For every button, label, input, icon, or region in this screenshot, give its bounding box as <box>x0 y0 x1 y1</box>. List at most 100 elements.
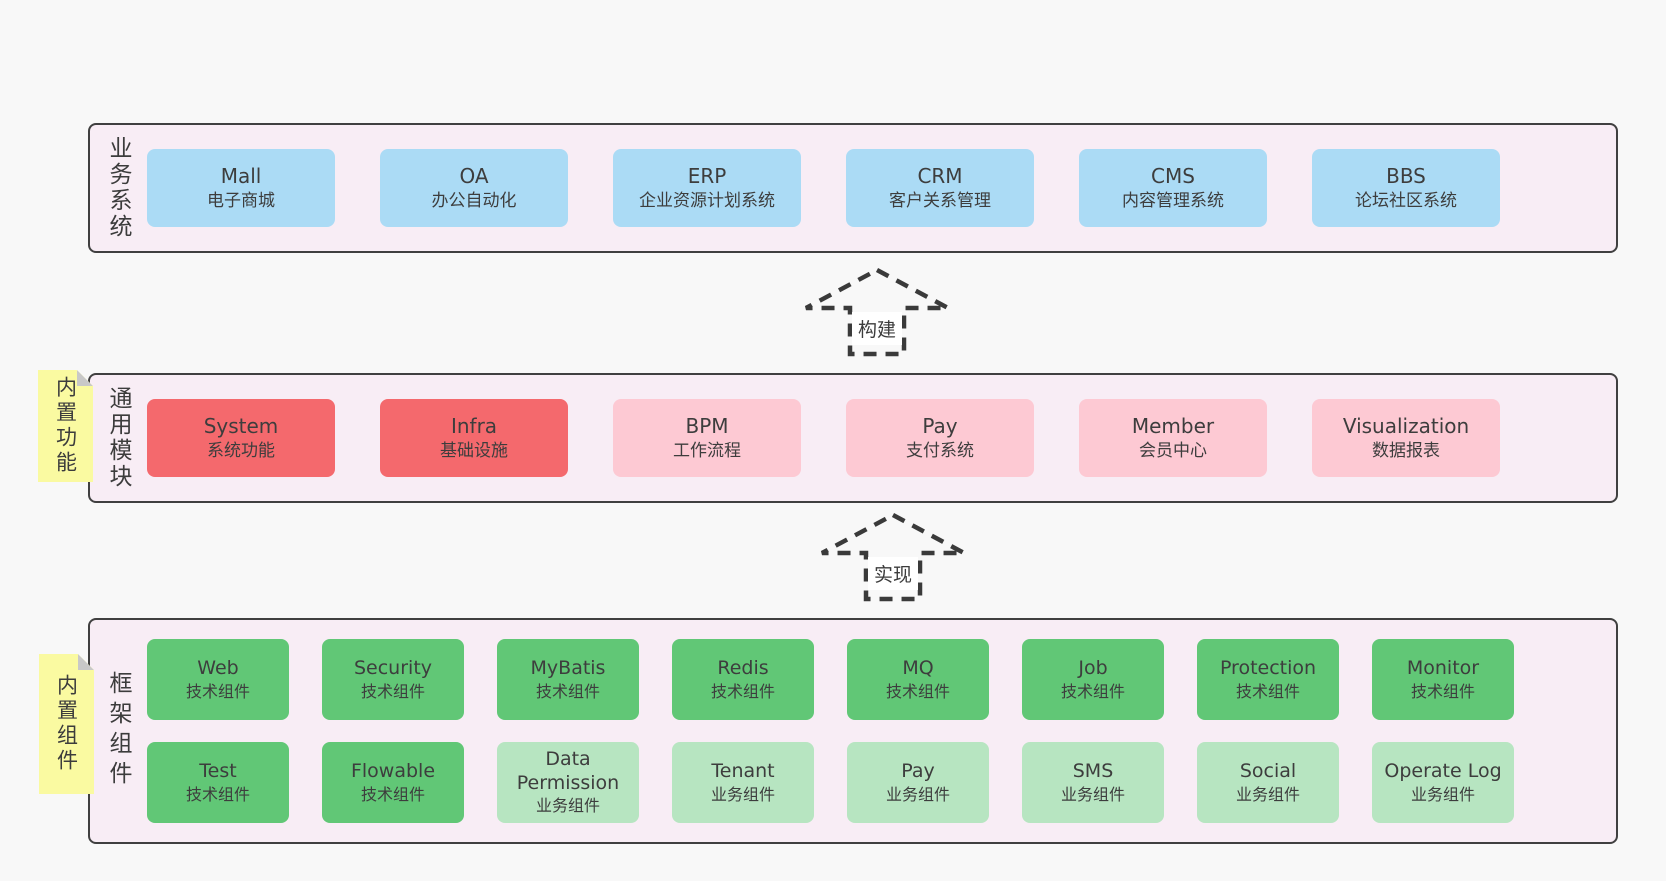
box-desc: 数据报表 <box>1372 441 1440 462</box>
box-system: System 系统功能 <box>147 399 335 477</box>
box-desc: 业务组件 <box>535 796 600 816</box>
box-name: Monitor <box>1406 656 1480 679</box>
box-mall: Mall 电子商城 <box>147 149 335 227</box>
box-member: Member 会员中心 <box>1079 399 1267 477</box>
box-desc: 论坛社区系统 <box>1355 191 1457 212</box>
business-boxes-row: Mall 电子商城 OA 办公自动化 ERP 企业资源计划系统 CRM 客户关系… <box>147 125 1500 251</box>
box-desc: 支付系统 <box>906 441 974 462</box>
note-text: 内置功能 <box>53 376 78 476</box>
implement-arrow-label: 实现 <box>867 557 919 590</box>
box-name: Pay <box>922 414 958 439</box>
box-desc: 业务组件 <box>1235 784 1300 804</box>
box-name: Mall <box>220 164 262 189</box>
components-row-2: Test 技术组件 Flowable 技术组件 Data Permission … <box>147 742 1610 823</box>
built-in-components-note: 内置组件 <box>39 654 94 794</box>
box-bbs: BBS 论坛社区系统 <box>1312 149 1500 227</box>
box-erp: ERP 企业资源计划系统 <box>613 149 801 227</box>
box-desc: 技术组件 <box>1410 681 1475 701</box>
box-mybatis: MyBatis 技术组件 <box>497 639 639 720</box>
box-name: Operate Log <box>1384 759 1502 782</box>
box-desc: 技术组件 <box>535 681 600 701</box>
modules-boxes-row: System 系统功能 Infra 基础设施 BPM 工作流程 Pay 支付系统… <box>147 375 1500 501</box>
box-desc: 技术组件 <box>360 784 425 804</box>
box-name: Security <box>353 656 433 679</box>
band-components-label: 框架组件 <box>105 671 131 791</box>
box-name: Data Permission <box>516 747 620 794</box>
box-name: Visualization <box>1342 414 1470 439</box>
box-data-permission: Data Permission 业务组件 <box>497 742 639 823</box>
box-bpm: BPM 工作流程 <box>613 399 801 477</box>
box-name: Social <box>1239 759 1297 782</box>
box-name: Redis <box>717 656 769 679</box>
box-desc: 内容管理系统 <box>1122 191 1224 212</box>
box-desc: 业务组件 <box>1410 784 1475 804</box>
box-protection: Protection 技术组件 <box>1197 639 1339 720</box>
box-name: Infra <box>450 414 498 439</box>
implement-arrow: 实现 <box>818 511 968 604</box>
box-desc: 业务组件 <box>1060 784 1125 804</box>
box-desc: 会员中心 <box>1139 441 1207 462</box>
box-operate-log: Operate Log 业务组件 <box>1372 742 1514 823</box>
box-desc: 技术组件 <box>1235 681 1300 701</box>
box-desc: 业务组件 <box>710 784 775 804</box>
box-name: Tenant <box>711 759 775 782</box>
build-arrow: 构建 <box>802 266 952 359</box>
box-name: SMS <box>1072 759 1114 782</box>
box-desc: 客户关系管理 <box>889 191 991 212</box>
band-common-modules: 通用模块 System 系统功能 Infra 基础设施 BPM 工作流程 Pay… <box>88 373 1618 503</box>
box-desc: 技术组件 <box>185 784 250 804</box>
box-sms: SMS 业务组件 <box>1022 742 1164 823</box>
box-monitor: Monitor 技术组件 <box>1372 639 1514 720</box>
box-desc: 电子商城 <box>207 191 275 212</box>
box-desc: 技术组件 <box>1060 681 1125 701</box>
box-infra: Infra 基础设施 <box>380 399 568 477</box>
box-name: Member <box>1131 414 1215 439</box>
band-modules-label: 通用模块 <box>105 386 131 490</box>
box-oa: OA 办公自动化 <box>380 149 568 227</box>
box-security: Security 技术组件 <box>322 639 464 720</box>
box-desc: 办公自动化 <box>431 191 517 212</box>
note-text: 内置组件 <box>54 674 79 774</box>
box-name: Test <box>199 759 237 782</box>
box-redis: Redis 技术组件 <box>672 639 814 720</box>
box-cms: CMS 内容管理系统 <box>1079 149 1267 227</box>
box-name: Protection <box>1219 656 1317 679</box>
components-rows: Web 技术组件 Security 技术组件 MyBatis 技术组件 Redi… <box>147 620 1610 842</box>
box-flowable: Flowable 技术组件 <box>322 742 464 823</box>
box-desc: 技术组件 <box>885 681 950 701</box>
box-name: Job <box>1078 656 1108 679</box>
box-name: Flowable <box>350 759 436 782</box>
box-name: OA <box>459 164 489 189</box>
box-social: Social 业务组件 <box>1197 742 1339 823</box>
box-crm: CRM 客户关系管理 <box>846 149 1034 227</box>
band-framework-components: 框架组件 Web 技术组件 Security 技术组件 MyBatis 技术组件… <box>88 618 1618 844</box>
box-web: Web 技术组件 <box>147 639 289 720</box>
box-name: CRM <box>917 164 963 189</box>
components-row-1: Web 技术组件 Security 技术组件 MyBatis 技术组件 Redi… <box>147 639 1610 720</box>
box-name: MyBatis <box>530 656 606 679</box>
box-name: System <box>203 414 279 439</box>
box-pay: Pay 支付系统 <box>846 399 1034 477</box>
box-desc: 工作流程 <box>673 441 741 462</box>
box-test: Test 技术组件 <box>147 742 289 823</box>
band-business-label: 业务系统 <box>105 136 131 240</box>
box-desc: 技术组件 <box>360 681 425 701</box>
box-visualization: Visualization 数据报表 <box>1312 399 1500 477</box>
box-pay-biz: Pay 业务组件 <box>847 742 989 823</box>
band-business-systems: 业务系统 Mall 电子商城 OA 办公自动化 ERP 企业资源计划系统 CRM… <box>88 123 1618 253</box>
box-desc: 系统功能 <box>207 441 275 462</box>
built-in-features-note: 内置功能 <box>38 370 93 482</box>
box-name: Pay <box>901 759 935 782</box>
box-name: Web <box>197 656 239 679</box>
box-desc: 业务组件 <box>885 784 950 804</box>
box-desc: 基础设施 <box>440 441 508 462</box>
box-name: MQ <box>902 656 934 679</box>
box-name: ERP <box>687 164 727 189</box>
box-job: Job 技术组件 <box>1022 639 1164 720</box>
box-desc: 企业资源计划系统 <box>639 191 775 212</box>
box-desc: 技术组件 <box>710 681 775 701</box>
box-tenant: Tenant 业务组件 <box>672 742 814 823</box>
box-desc: 技术组件 <box>185 681 250 701</box>
build-arrow-label: 构建 <box>851 312 903 345</box>
